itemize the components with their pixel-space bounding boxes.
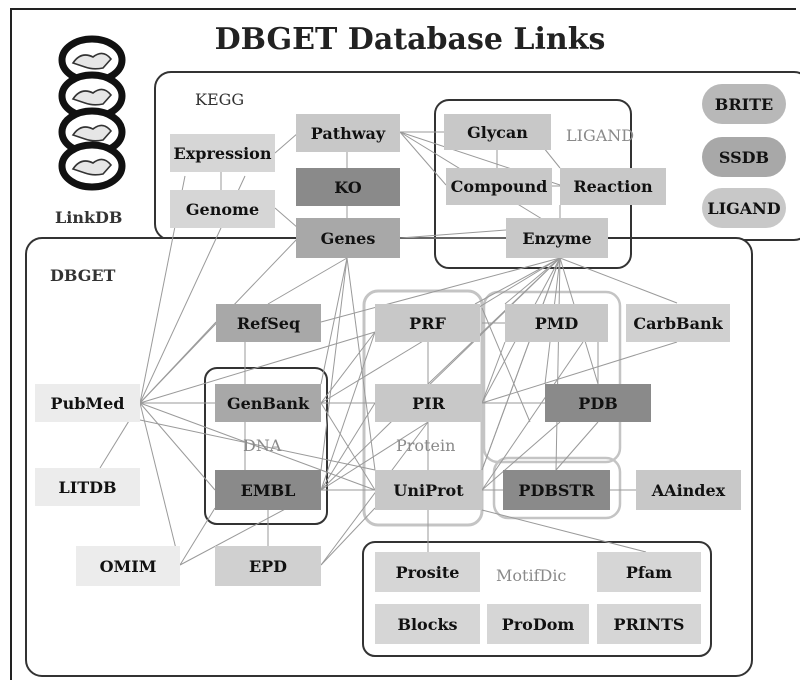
node-carbbank[interactable]: CarbBank [626,304,730,342]
node-prf[interactable]: PRF [375,304,480,342]
node-pubmed[interactable]: PubMed [35,384,140,422]
node-genome[interactable]: Genome [170,190,275,228]
node-pfam[interactable]: Pfam [597,552,701,592]
node-pdb[interactable]: PDB [545,384,651,422]
node-prosite[interactable]: Prosite [375,552,480,592]
linkdb-logo [58,35,126,191]
dna-region [204,367,328,525]
dbget-label: DBGET [50,266,116,285]
node-uniprot[interactable]: UniProt [375,470,482,510]
node-expression[interactable]: Expression [170,134,275,172]
figure-frame [10,8,796,680]
linkdb-label: LinkDB [55,208,123,227]
dna-label: DNA [243,436,282,455]
node-embl[interactable]: EMBL [215,470,321,510]
ligand-pill[interactable]: LIGAND [702,188,786,228]
node-prints[interactable]: PRINTS [597,604,701,644]
node-prodom[interactable]: ProDom [487,604,589,644]
pdbstr-region [492,456,622,520]
ssdb-pill[interactable]: SSDB [702,137,786,177]
node-genbank[interactable]: GenBank [215,384,321,422]
node-blocks[interactable]: Blocks [375,604,480,644]
node-genes[interactable]: Genes [296,218,400,258]
node-pir[interactable]: PIR [375,384,482,422]
node-aaindex[interactable]: AAindex [636,470,741,510]
node-litdb[interactable]: LITDB [35,468,140,506]
pdb-region [482,290,622,464]
brite-pill[interactable]: BRITE [702,84,786,124]
ligand-label: LIGAND [566,126,635,145]
node-ko[interactable]: KO [296,168,400,206]
kegg-label: KEGG [195,90,245,109]
node-pdbstr[interactable]: PDBSTR [503,470,610,510]
node-pathway[interactable]: Pathway [296,114,400,152]
node-pmd[interactable]: PMD [505,304,608,342]
node-epd[interactable]: EPD [215,546,321,586]
protein-region [362,289,484,527]
diagram-title: DBGET Database Links [214,22,606,57]
node-refseq[interactable]: RefSeq [216,304,321,342]
node-omim[interactable]: OMIM [76,546,180,586]
node-reaction[interactable]: Reaction [560,168,666,205]
node-glycan[interactable]: Glycan [444,114,551,150]
protein-label: Protein [396,436,456,455]
node-compound[interactable]: Compound [446,168,552,205]
node-enzyme[interactable]: Enzyme [506,218,608,258]
motifdic-label: MotifDic [496,566,567,585]
motif-region [362,541,712,657]
